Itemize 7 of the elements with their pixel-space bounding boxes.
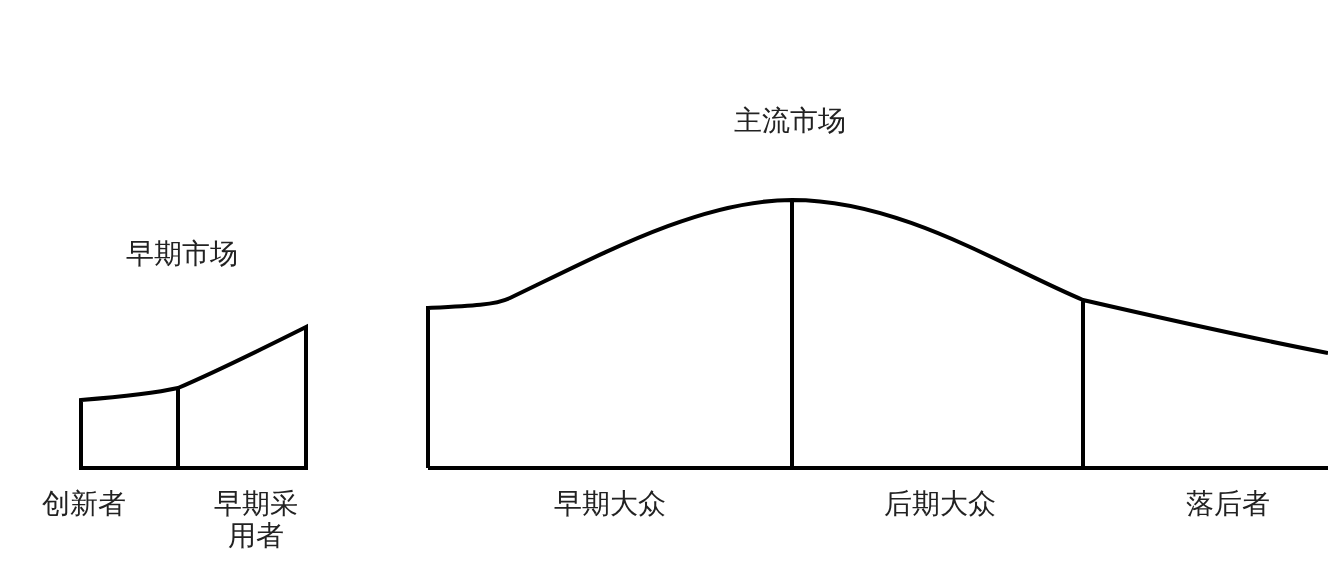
category-label: 落后者 [1186, 488, 1270, 520]
segment-heading: 早期市场 [126, 238, 238, 270]
category-label: 早期采用者 [213, 488, 299, 552]
category-label: 早期大众 [554, 488, 666, 520]
category-label: 创新者 [42, 488, 126, 520]
category-label: 后期大众 [884, 488, 996, 520]
segment-heading: 主流市场 [734, 105, 846, 137]
